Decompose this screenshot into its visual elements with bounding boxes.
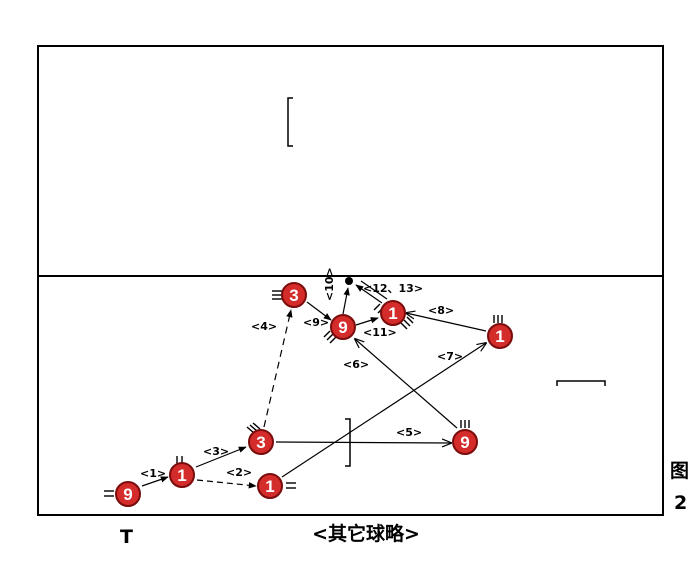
step-11-line bbox=[355, 317, 379, 326]
player-9-start: 9 bbox=[115, 481, 141, 507]
step-1-line bbox=[141, 476, 169, 487]
step-10-label: <10> bbox=[323, 267, 336, 301]
svg-text:3: 3 bbox=[256, 433, 265, 452]
top-bracket-mark bbox=[287, 97, 293, 147]
step-8-label: <8> bbox=[428, 304, 454, 317]
step-4-line bbox=[263, 309, 293, 428]
svg-text:1: 1 bbox=[265, 477, 274, 496]
step-1-label: <1> bbox=[140, 467, 166, 480]
right-bracket-mark bbox=[556, 380, 606, 386]
step-3-label: <3> bbox=[203, 445, 229, 458]
figure-label-num: 2 bbox=[674, 492, 687, 514]
step-11-label: <11> bbox=[363, 326, 397, 339]
step-6-line bbox=[355, 339, 458, 429]
step-2-line bbox=[196, 479, 257, 489]
step-3-line bbox=[195, 446, 247, 468]
player-1-right: 1 bbox=[487, 323, 513, 349]
step-12-13-label: <12、13> bbox=[363, 282, 423, 295]
svg-text:1: 1 bbox=[177, 466, 186, 485]
step-2-label: <2> bbox=[226, 466, 252, 479]
court-outline bbox=[37, 45, 664, 516]
player-3-upper: 3 bbox=[281, 282, 307, 308]
svg-text:3: 3 bbox=[289, 286, 298, 305]
svg-text:1: 1 bbox=[388, 304, 397, 323]
svg-text:9: 9 bbox=[123, 485, 132, 504]
step-7-line bbox=[281, 343, 486, 478]
step-5-label: <5> bbox=[396, 426, 422, 439]
figure-label-char: 图 bbox=[670, 460, 689, 482]
step-12-line bbox=[355, 284, 383, 304]
movement-lines bbox=[141, 280, 487, 489]
step-7-label: <7> bbox=[437, 350, 463, 363]
step-10-line bbox=[342, 287, 350, 315]
player-9-center: 9 bbox=[330, 314, 356, 340]
step-8-line bbox=[406, 313, 487, 332]
step-6-label: <6> bbox=[343, 358, 369, 371]
svg-text:9: 9 bbox=[338, 318, 347, 337]
step-9-line bbox=[306, 301, 332, 321]
diagram-caption: <其它球略> bbox=[312, 522, 420, 545]
player-9-right: 9 bbox=[452, 429, 478, 455]
step-4-label: <4> bbox=[251, 320, 277, 333]
t-marker: T bbox=[120, 526, 133, 548]
player-1-left: 1 bbox=[169, 462, 195, 488]
player-1-bottom: 1 bbox=[257, 473, 283, 499]
svg-text:9: 9 bbox=[460, 433, 469, 452]
step-9-label: <9> bbox=[303, 316, 329, 329]
ball bbox=[345, 277, 353, 285]
step-5-line bbox=[275, 442, 451, 443]
svg-text:1: 1 bbox=[495, 327, 504, 346]
player-3-lower: 3 bbox=[248, 429, 274, 455]
player-1-center: 1 bbox=[380, 300, 406, 326]
